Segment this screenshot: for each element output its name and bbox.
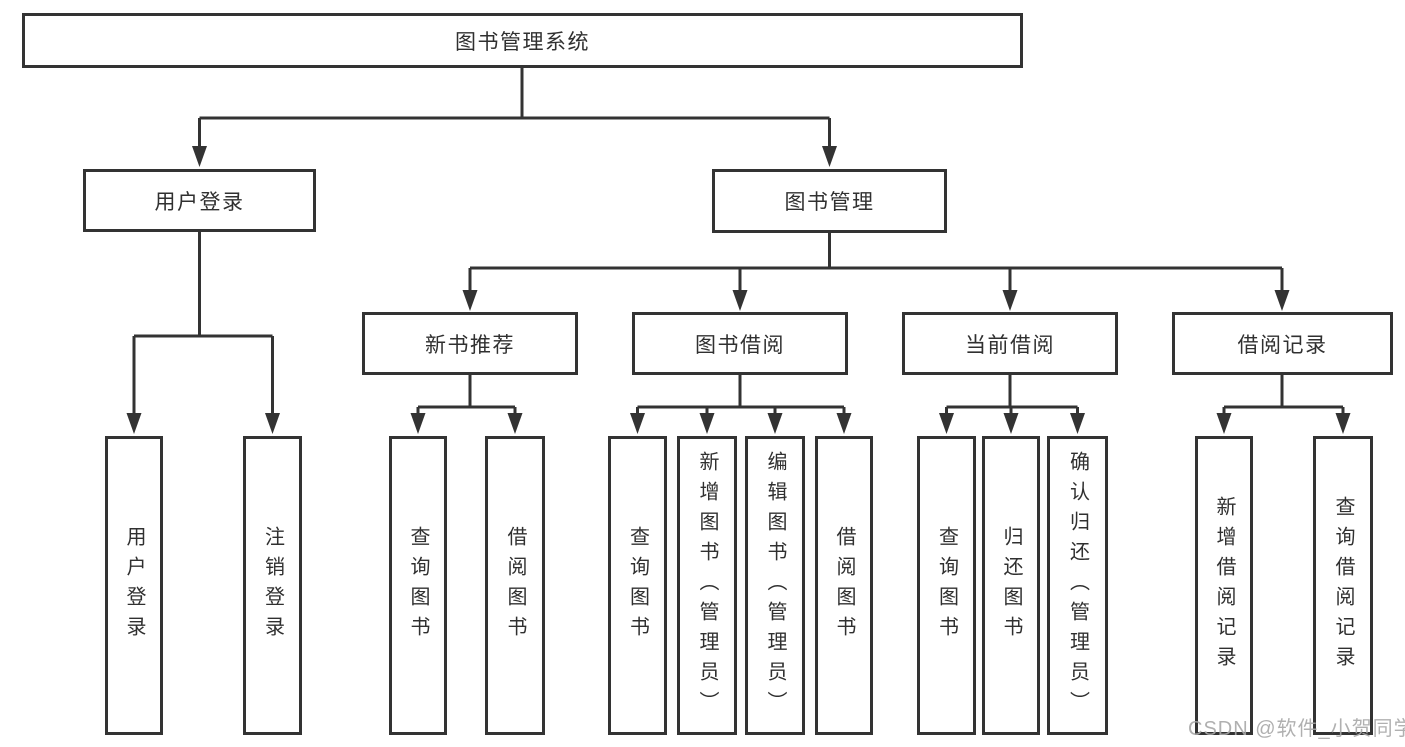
connector-current-borrow-children [945,375,1079,416]
arrowhead-cb-confirm [1070,413,1085,434]
node-root-label: 图书管理系统 [455,30,590,54]
leaf-borrow-edit-books-admin-label: 编辑图书（管理员） [764,450,786,721]
arrowhead-bb-borrow [836,413,852,434]
leaf-user-login-label: 用户登录 [123,525,145,646]
leaf-borrow-edit-books-admin: 编辑图书（管理员） [745,436,805,735]
leaf-records-add-record: 新增借阅记录 [1195,436,1253,735]
leaf-current-query-books: 查询图书 [917,436,976,735]
arrowhead-cb-query [939,413,954,434]
arrowhead-book-borrow [732,290,748,311]
leaf-borrow-query-books: 查询图书 [608,436,667,735]
node-new-book-recommend-label: 新书推荐 [425,333,515,357]
arrowhead-current-borrow [1002,290,1018,311]
connector-new-book-children [416,375,517,416]
leaf-borrow-add-books-admin-label: 新增图书（管理员） [696,450,718,721]
leaf-borrow-query-books-label: 查询图书 [626,525,649,646]
connector-user-login-children [132,232,274,416]
leaf-current-return-books: 归还图书 [982,436,1040,735]
leaf-newbook-query-books-label: 查询图书 [407,525,429,646]
node-borrow-records-label: 借阅记录 [1237,333,1328,357]
leaf-current-query-books-label: 查询图书 [935,525,958,646]
node-new-book-recommend: 新书推荐 [362,312,578,375]
arrowhead-br-add [1216,413,1232,434]
node-borrow-records: 借阅记录 [1172,312,1393,375]
node-current-borrow: 当前借阅 [902,312,1118,375]
leaf-records-query-record-label: 查询借阅记录 [1332,495,1354,676]
arrowhead-bb-add [699,413,715,434]
leaf-current-confirm-return-admin-label: 确认归还（管理员） [1066,450,1089,721]
node-book-management-label: 图书管理 [784,191,875,214]
arrowhead-cb-return [1003,413,1019,434]
connector-book-management-children [468,233,1284,293]
arrowhead-br-query [1335,413,1351,434]
csdn-watermark: CSDN @软件_小贺同学 [1188,718,1405,740]
leaf-newbook-query-books: 查询图书 [389,436,447,735]
node-book-management: 图书管理 [712,169,947,233]
leaf-borrow-borrow-books: 借阅图书 [815,436,873,735]
node-root: 图书管理系统 [22,13,1023,68]
arrowhead-bb-edit [767,413,783,434]
arrowhead-bb-query [630,413,645,434]
leaf-records-add-record-label: 新增借阅记录 [1213,495,1235,676]
node-user-login: 用户登录 [83,169,316,232]
arrowhead-nb-borrow [507,413,523,434]
arrowhead-user-login [192,146,207,167]
leaf-current-return-books-label: 归还图书 [1000,525,1022,646]
arrowhead-leaf-login [126,413,142,434]
leaf-logout-login-label: 注销登录 [261,525,284,646]
connector-borrow-records-children [1222,375,1345,416]
node-book-borrow: 图书借阅 [632,312,848,375]
arrowhead-new-book-recommend [462,290,478,311]
arrowhead-nb-query [410,413,426,434]
arrowhead-book-management [822,146,837,167]
node-current-borrow-label: 当前借阅 [965,333,1055,357]
leaf-current-confirm-return-admin: 确认归还（管理员） [1047,436,1108,735]
leaf-borrow-borrow-books-label: 借阅图书 [833,525,855,646]
leaf-newbook-borrow-books-label: 借阅图书 [504,525,526,646]
leaf-records-query-record: 查询借阅记录 [1313,436,1373,735]
connector-book-borrow-children [636,375,846,416]
arrowhead-leaf-logout [265,413,280,434]
node-book-borrow-label: 图书借阅 [695,333,785,357]
leaf-borrow-add-books-admin: 新增图书（管理员） [677,436,737,735]
leaf-logout-login: 注销登录 [243,436,302,735]
arrowhead-borrow-records [1274,290,1290,311]
connector-root-to-branches [198,68,831,150]
leaf-user-login: 用户登录 [105,436,163,735]
leaf-newbook-borrow-books: 借阅图书 [485,436,545,735]
node-user-login-label: 用户登录 [154,190,245,214]
